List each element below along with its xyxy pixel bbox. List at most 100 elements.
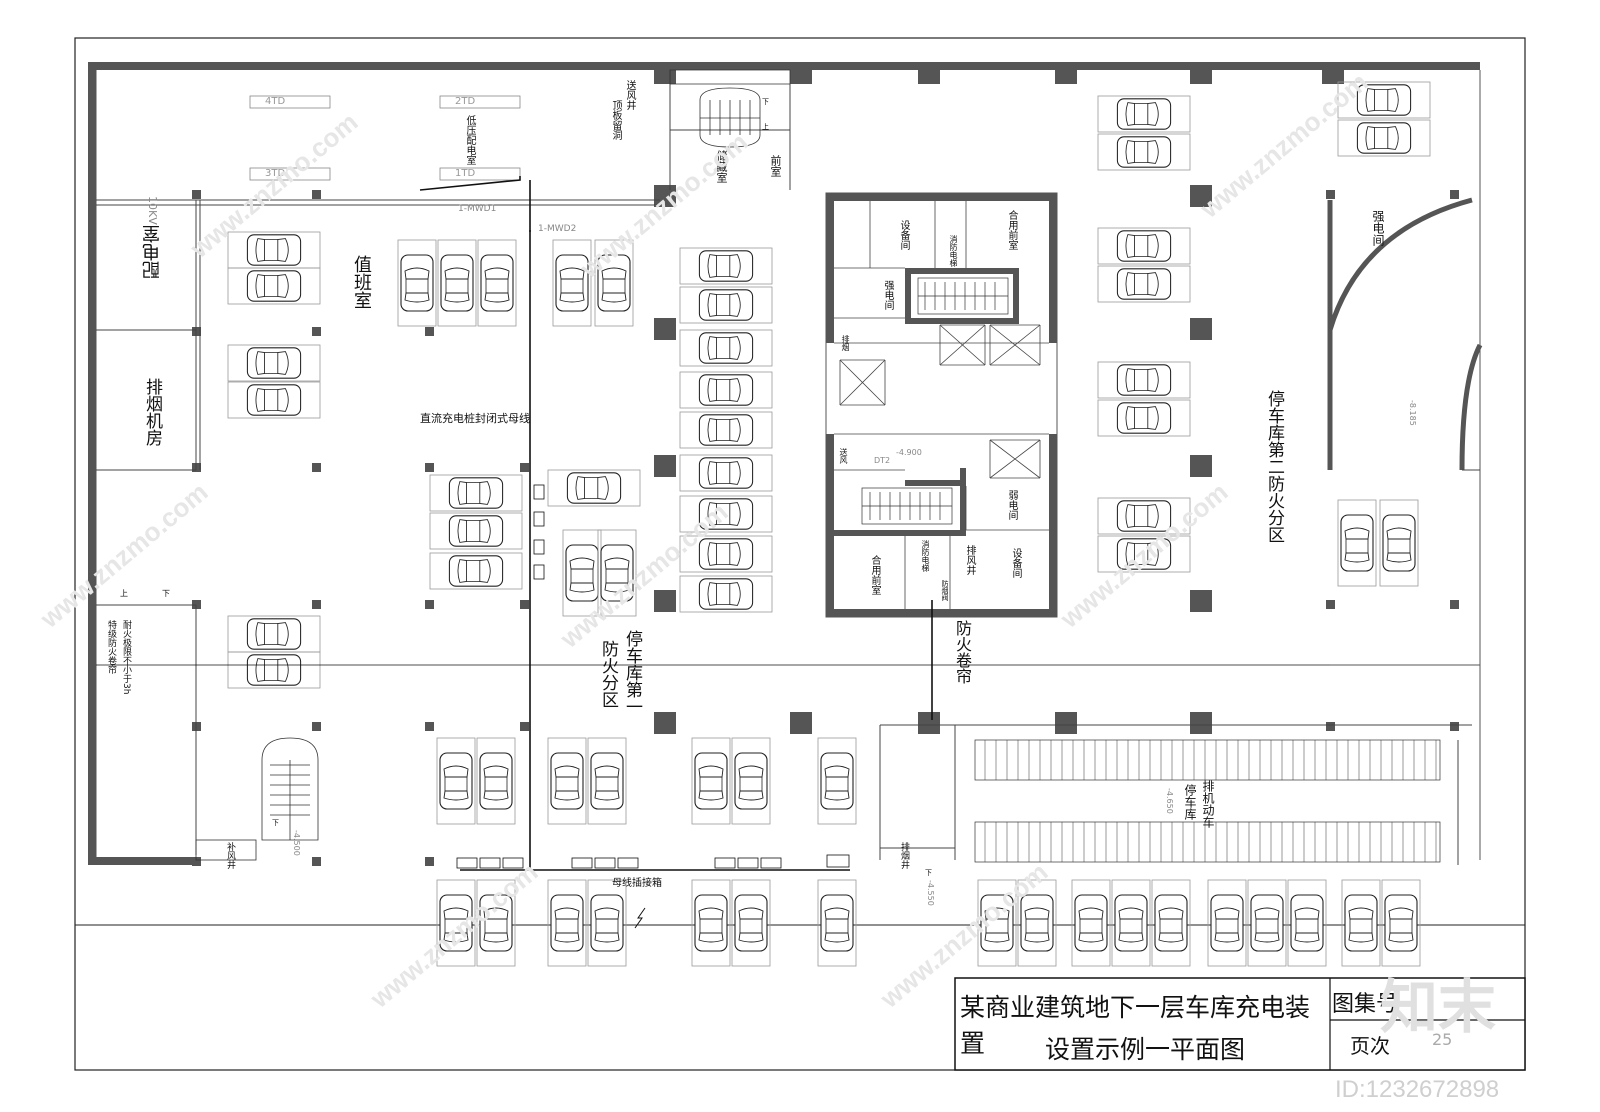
car-icon	[698, 538, 754, 570]
parking-stall	[1337, 499, 1377, 587]
parking-stall	[1097, 361, 1191, 399]
down-marker-1: 下	[162, 589, 170, 598]
room-exhaust-shaft: 排风井	[964, 545, 975, 575]
car-icon	[1382, 514, 1416, 572]
parking-stall	[597, 529, 637, 617]
parking-stall	[1337, 81, 1431, 119]
car-icon	[550, 752, 584, 810]
parking-stall	[679, 535, 773, 573]
room-shared-front-1: 合用前室	[1006, 210, 1017, 250]
car-icon	[1116, 364, 1172, 396]
busway-label: 直流充电桩封闭式母线	[420, 412, 530, 425]
makeup-shaft: 补风井	[225, 842, 235, 869]
car-icon	[1114, 894, 1148, 952]
parking-stall	[679, 286, 773, 324]
car-icon	[1116, 98, 1172, 130]
car-icon	[698, 578, 754, 610]
room-exhaust-small: 排烟	[841, 335, 850, 351]
parking-stall	[977, 879, 1017, 967]
room-shared-front-2: 合用前室	[869, 555, 880, 595]
supply-shaft-roof: 送风井	[624, 80, 635, 110]
td2-label: 2TD	[455, 96, 476, 107]
structural-columns	[192, 62, 1459, 866]
fire-zone-2: 停车库第二防火分区	[1264, 390, 1284, 543]
watermark-id: ID:1232672898	[1335, 1076, 1500, 1103]
supply-air-core: 送风	[839, 448, 848, 464]
car-icon	[1116, 230, 1172, 262]
elev-4500: -4.500	[292, 830, 301, 856]
car-icon	[590, 894, 624, 952]
mwd2-label: 1-MWD2	[538, 224, 577, 234]
switchgear	[249, 95, 521, 181]
mechanical-parking	[974, 739, 1441, 863]
parking-stall	[1097, 535, 1191, 573]
parking-stall	[679, 329, 773, 367]
parking-stall	[476, 737, 516, 825]
page-label: 页次	[1350, 1034, 1390, 1058]
down-marker-2: 下	[762, 98, 769, 106]
car-icon	[1340, 514, 1374, 572]
top-stair	[669, 69, 791, 148]
parking-stall	[477, 239, 517, 327]
parking-stall	[679, 371, 773, 409]
junction-boxes	[456, 484, 850, 869]
room-low-voltage: 低压配电室	[464, 115, 475, 165]
room-equipment-2: 设备间	[1010, 548, 1021, 578]
parking-stall	[436, 879, 476, 967]
parking-stall	[227, 651, 321, 689]
car-icon	[694, 752, 728, 810]
exhaust-smoke-shaft: 排烟井	[899, 842, 909, 869]
parking-stall	[429, 552, 523, 590]
parking-stall	[227, 381, 321, 419]
parking-stall	[691, 879, 731, 967]
voltage-label: 10KV	[146, 196, 159, 225]
car-icon	[448, 555, 504, 587]
parking-stall	[731, 737, 771, 825]
parking-stall	[1071, 879, 1111, 967]
parking-stall	[679, 454, 773, 492]
car-icon	[246, 234, 302, 266]
title-block	[954, 977, 1526, 1071]
title-line-1: 某商业建筑地下一层车库充电装置	[960, 993, 1311, 1058]
up-marker-2: 上	[762, 123, 769, 131]
parking-stall	[547, 737, 587, 825]
parking-stall	[691, 737, 731, 825]
fire-shutter: 防火卷帘	[953, 620, 972, 684]
mech-parking-label: 排机动车	[1201, 780, 1215, 828]
down-marker-4: 下	[925, 869, 932, 877]
car-icon	[550, 894, 584, 952]
parking-stall	[397, 239, 437, 327]
car-icon	[1116, 136, 1172, 168]
dt2-label: DT2	[874, 456, 891, 465]
car-icon	[698, 374, 754, 406]
parking-stall	[1097, 399, 1191, 437]
parking-stall	[679, 495, 773, 533]
parking-stall	[1097, 265, 1191, 303]
room-duty: 值班室	[351, 255, 372, 309]
car-icon	[246, 270, 302, 302]
room-strong-right: 强电间	[1371, 210, 1385, 246]
parking-stall	[587, 737, 627, 825]
parking-stall	[1337, 119, 1431, 157]
parking-stall	[1341, 879, 1381, 967]
car-icon	[1356, 122, 1412, 154]
car-icon	[694, 894, 728, 952]
car-icon	[246, 654, 302, 686]
parking-stall	[679, 247, 773, 285]
car-icon	[1210, 894, 1244, 952]
parking-stall	[1097, 95, 1191, 133]
central-core	[825, 192, 1058, 618]
elev-4550: -4.550	[926, 880, 935, 906]
room-strong-core: 强电间	[882, 280, 893, 310]
parking-stall	[1207, 879, 1247, 967]
car-icon	[566, 472, 622, 504]
parking-stall	[1111, 879, 1151, 967]
car-icon	[1290, 894, 1324, 952]
elev-8185: -8.185	[1408, 400, 1417, 426]
car-icon	[400, 254, 434, 312]
up-marker-1: 上	[120, 589, 128, 598]
car-icon	[440, 254, 474, 312]
parking-stall	[1247, 879, 1287, 967]
fire-zone-1-a: 停车库第一	[622, 630, 642, 715]
